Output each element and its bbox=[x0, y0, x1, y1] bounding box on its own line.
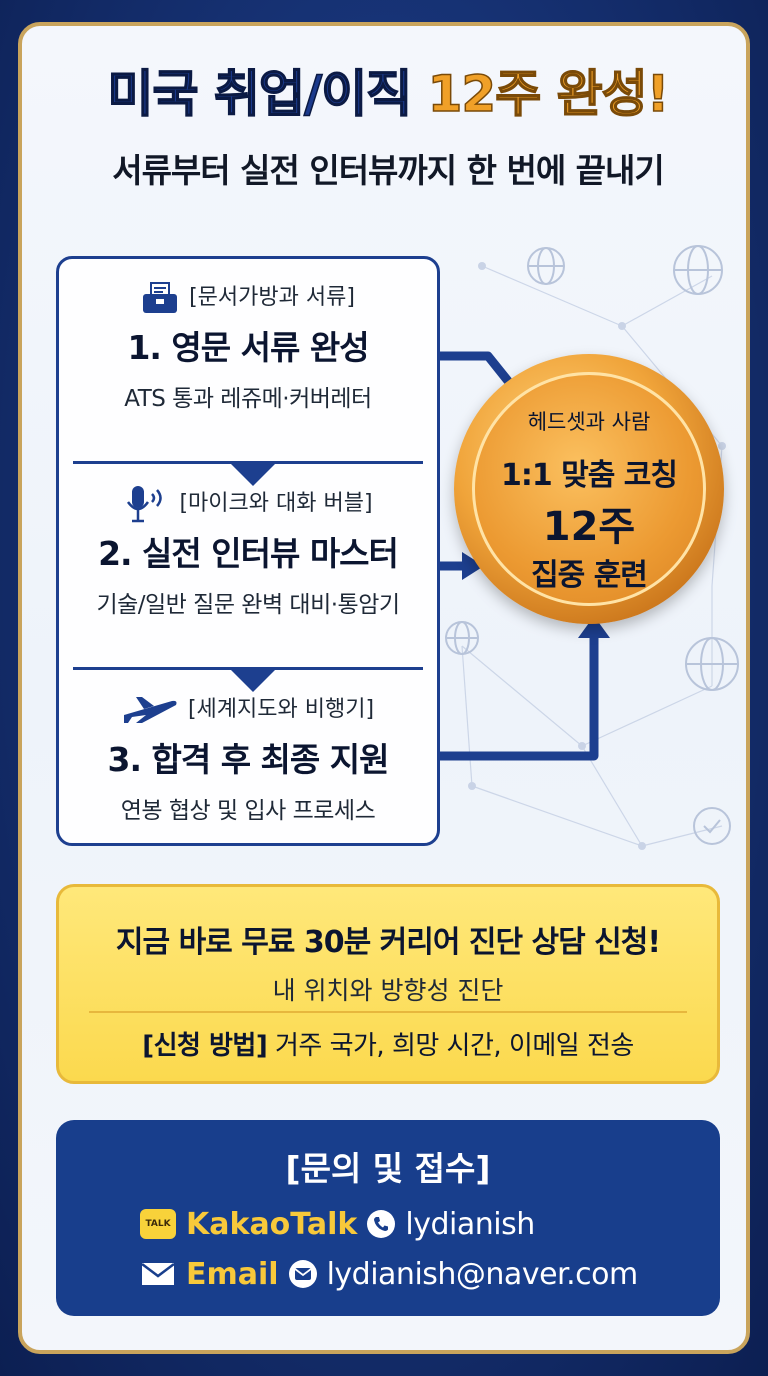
cta-method-text: 거주 국가, 희망 시간, 이메일 전송 bbox=[274, 1031, 634, 1061]
step-divider bbox=[73, 667, 423, 670]
step-1-title: 1. 영문 서류 완성 bbox=[127, 328, 369, 367]
step-1: [문서가방과 서류] 1. 영문 서류 완성 ATS 통과 레쥬메·커버레터 bbox=[59, 281, 437, 413]
medal-tag: 헤드셋과 사람 bbox=[527, 410, 651, 434]
cta-subtext: 내 위치와 방향성 진단 bbox=[272, 976, 504, 1005]
email-row[interactable]: Email lydianish@naver.com bbox=[140, 1254, 638, 1294]
kakaotalk-icon: TALK bbox=[140, 1209, 176, 1239]
title-part2: 12주 완성! bbox=[427, 64, 670, 124]
step-1-tag: [문서가방과 서류] bbox=[189, 285, 355, 310]
step-2-title: 2. 실전 인터뷰 마스터 bbox=[98, 534, 399, 573]
globe-icon bbox=[673, 245, 723, 295]
step-3-tag: [세계지도와 비행기] bbox=[187, 697, 375, 722]
cta-headline: 지금 바로 무료 30분 커리어 진단 상담 신청! bbox=[115, 925, 661, 960]
microphone-icon bbox=[127, 486, 163, 523]
medal-line1: 1:1 맞춤 코칭 bbox=[500, 458, 678, 493]
phone-icon bbox=[367, 1210, 396, 1238]
title-part1: 미국 취업/이직 bbox=[107, 64, 413, 124]
step-2-desc: 기술/일반 질문 완벽 대비·통암기 bbox=[96, 592, 400, 618]
contact-title: [문의 및 접수] bbox=[285, 1149, 491, 1188]
cta-divider bbox=[89, 1011, 687, 1013]
consultation-cta-box[interactable]: 지금 바로 무료 30분 커리어 진단 상담 신청! 내 위치와 방향성 진단 … bbox=[56, 884, 720, 1084]
step-3-desc: 연봉 협상 및 입사 프로세스 bbox=[120, 798, 376, 824]
subtitle: 서류부터 실전 인터뷰까지 한 번에 끝내기 bbox=[112, 151, 665, 190]
step-1-desc: ATS 통과 레쥬메·커버레터 bbox=[124, 386, 372, 412]
medal-line3: 집중 훈련 bbox=[531, 558, 648, 593]
medal-line2: 12주 bbox=[542, 504, 636, 550]
briefcase-document-icon bbox=[143, 282, 178, 313]
coaching-medal: 헤드셋과 사람 1:1 맞춤 코칭 12주 집중 훈련 bbox=[454, 354, 724, 624]
step-2: [마이크와 대화 버블] 2. 실전 인터뷰 마스터 기술/일반 질문 완벽 대… bbox=[59, 486, 437, 619]
main-title: 미국 취업/이직 12주 완성! bbox=[22, 62, 746, 126]
cta-method-label: [신청 방법] bbox=[142, 1031, 268, 1061]
down-arrow-icon bbox=[231, 670, 275, 692]
step-2-tag: [마이크와 대화 버블] bbox=[179, 491, 373, 516]
down-arrow-icon bbox=[231, 464, 275, 486]
airplane-icon bbox=[123, 697, 177, 723]
poster-card: 미국 취업/이직 12주 완성! 서류부터 실전 인터뷰까지 한 번에 끝내기 … bbox=[18, 22, 750, 1354]
contact-box: [문의 및 접수] TALK KakaoTalk lydianish Email bbox=[56, 1120, 720, 1316]
kakao-id[interactable]: lydianish bbox=[405, 1206, 535, 1242]
kakaotalk-badge-text: TALK bbox=[145, 1219, 171, 1229]
cta-method: [신청 방법] 거주 국가, 희망 시간, 이메일 전송 bbox=[59, 1025, 717, 1062]
email-label: Email bbox=[186, 1256, 279, 1292]
envelope-icon bbox=[141, 1263, 175, 1285]
kakao-label: KakaoTalk bbox=[186, 1206, 358, 1242]
steps-panel: [문서가방과 서류] 1. 영문 서류 완성 ATS 통과 레쥬메·커버레터 [… bbox=[56, 256, 440, 846]
email-address[interactable]: lydianish@naver.com bbox=[326, 1256, 639, 1292]
step-divider bbox=[73, 461, 423, 464]
mail-circle-icon bbox=[288, 1260, 317, 1288]
step-3-title: 3. 합격 후 최종 지원 bbox=[107, 740, 390, 779]
step-3: [세계지도와 비행기] 3. 합격 후 최종 지원 연봉 협상 및 입사 프로세… bbox=[59, 693, 437, 825]
kakao-row[interactable]: TALK KakaoTalk lydianish bbox=[140, 1204, 535, 1244]
